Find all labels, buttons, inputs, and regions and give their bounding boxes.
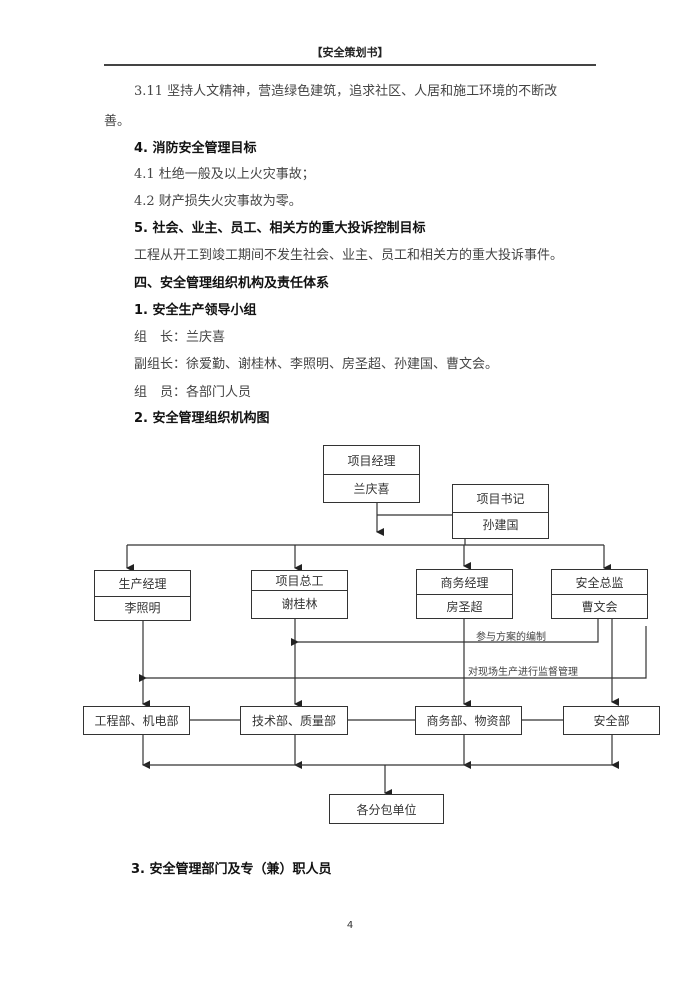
safety-dept-box: 安全部	[563, 706, 660, 735]
party-secretary-title: 项目书记	[453, 485, 548, 513]
production-manager-title: 生产经理	[95, 571, 190, 597]
party-secretary-box: 项目书记 孙建国	[452, 484, 549, 539]
paragraph-4-1: 4.1 杜绝一般及以上火灾事故；	[134, 167, 315, 182]
production-manager-box: 生产经理 李照明	[94, 570, 191, 621]
technical-quality-dept-box: 技术部、质量部	[240, 706, 348, 735]
paragraph-3-11-line2: 善。	[104, 114, 131, 129]
page-number: 4	[346, 920, 354, 931]
engineering-electromechanical-dept-box: 工程部、机电部	[83, 706, 190, 735]
safety-director-name: 曹文会	[581, 599, 618, 614]
leader-line: 组 长：兰庆喜	[134, 330, 226, 345]
business-manager-name: 房圣超	[446, 599, 483, 614]
business-manager-title: 商务经理	[417, 570, 512, 595]
deputy-leader-line: 副组长：徐爱勤、谢桂林、李照明、房圣超、孙建国、曹文会。	[134, 357, 499, 372]
party-secretary-name: 孙建国	[482, 518, 519, 533]
note-site-supervision: 对现场生产进行监督管理	[468, 667, 578, 678]
business-materials-dept-box: 商务部、物资部	[415, 706, 522, 735]
chief-engineer-box: 项目总工 谢桂林	[251, 570, 348, 619]
document-header: 【安全策划书】	[311, 46, 389, 59]
heading-fire-safety-goals: 4. 消防安全管理目标	[134, 141, 257, 156]
project-manager-box: 项目经理 兰庆喜	[323, 445, 420, 503]
heading-org-chart: 2. 安全管理组织机构图	[134, 411, 270, 426]
heading-leadership-group: 1. 安全生产领导小组	[134, 303, 257, 318]
note-plan-participation: 参与方案的编制	[476, 632, 546, 643]
paragraph-complaint-control: 工程从开工到竣工期间不发生社会、业主、员工和相关方的重大投诉事件。	[134, 248, 564, 263]
header-rule	[104, 64, 596, 66]
members-line: 组 员：各部门人员	[134, 385, 252, 400]
heading-complaint-control-goals: 5. 社会、业主、员工、相关方的重大投诉控制目标	[134, 221, 426, 236]
production-manager-name: 李照明	[124, 601, 161, 616]
paragraph-4-2: 4.2 财产损失火灾事故为零。	[134, 194, 302, 209]
chief-engineer-title: 项目总工	[252, 571, 347, 591]
heading-safety-departments-staff: 3. 安全管理部门及专（兼）职人员	[131, 862, 332, 877]
safety-director-title: 安全总监	[552, 570, 647, 595]
project-manager-name: 兰庆喜	[353, 481, 390, 496]
heading-section-iv: 四、安全管理组织机构及责任体系	[134, 276, 330, 291]
paragraph-3-11-line1: 3.11 坚持人文精神，营造绿色建筑，追求社区、人居和施工环境的不断改	[134, 84, 558, 99]
business-manager-box: 商务经理 房圣超	[416, 569, 513, 619]
subcontractors-box: 各分包单位	[329, 794, 444, 824]
project-manager-title: 项目经理	[324, 446, 419, 475]
chief-engineer-name: 谢桂林	[281, 597, 318, 612]
safety-director-box: 安全总监 曹文会	[551, 569, 648, 619]
